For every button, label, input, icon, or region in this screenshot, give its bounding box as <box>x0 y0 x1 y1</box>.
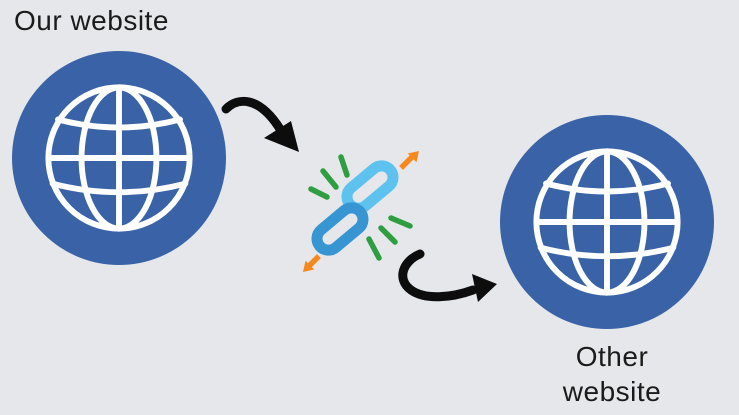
expand-arrow-sw-icon <box>303 254 321 272</box>
globe-icon <box>48 87 189 228</box>
link-ring-dark <box>311 202 369 256</box>
expand-arrow-ne-icon <box>399 151 419 170</box>
expand-arrow-ne-shaft <box>399 155 414 170</box>
right-website-label-line1: Other <box>576 341 649 372</box>
arrow-left-to-link <box>221 97 299 152</box>
expand-arrow-sw-shaft <box>306 254 321 269</box>
curved-arrow-head <box>472 274 497 302</box>
expand-arrow-ne-head <box>407 151 419 163</box>
expand-arrow-sw-head <box>303 260 315 272</box>
burst-dashes-icon <box>308 154 413 261</box>
curved-arrow-head <box>264 121 299 152</box>
link-icon <box>311 160 399 256</box>
left-website-node <box>12 51 226 265</box>
left-website-label: Our website <box>14 5 169 36</box>
curved-arrow-shaft <box>398 249 478 302</box>
globe-icon <box>536 151 677 292</box>
arrow-link-to-right <box>398 249 497 302</box>
right-website-label-line2: website <box>562 376 661 407</box>
right-website-node <box>500 115 714 329</box>
curved-arrow-shaft <box>221 97 285 134</box>
